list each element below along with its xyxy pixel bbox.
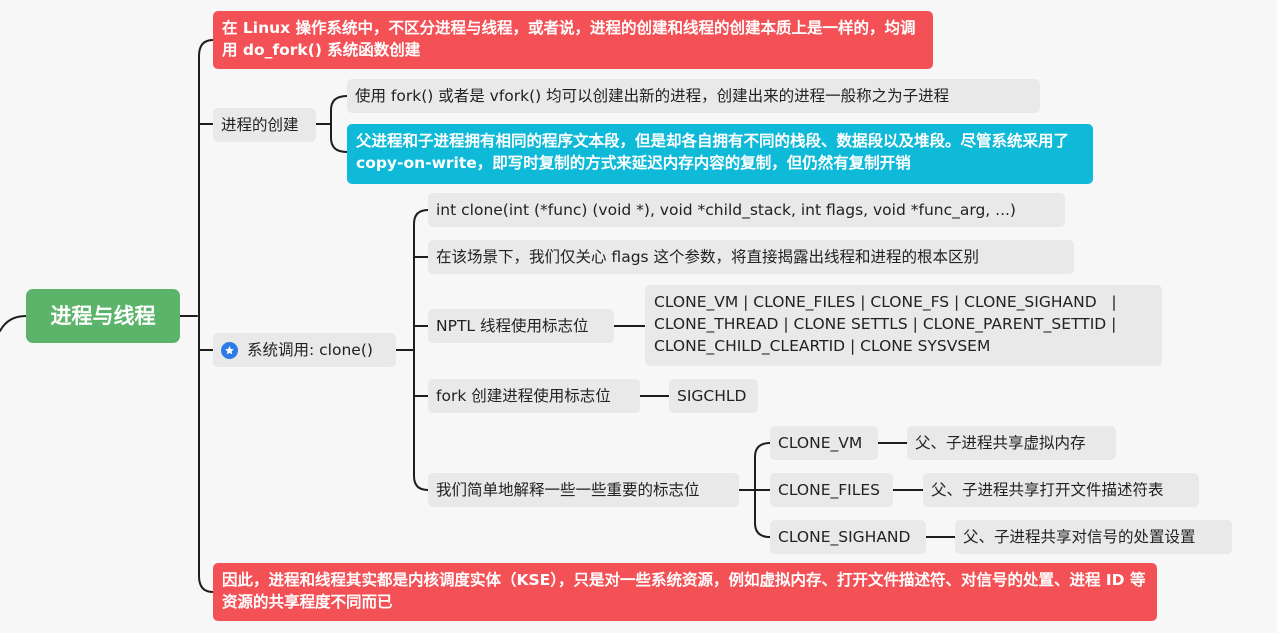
- clone-vm-desc: 父、子进程共享虚拟内存: [915, 434, 1086, 452]
- root-label: 进程与线程: [50, 304, 156, 328]
- star-icon: [221, 341, 238, 359]
- clone-sighand-desc: 父、子进程共享对信号的处置设置: [963, 528, 1196, 546]
- clone-signature-text: int clone(int (*func) (void *), void *ch…: [436, 201, 1016, 219]
- root-node[interactable]: 进程与线程: [26, 289, 180, 343]
- clone-files-node[interactable]: CLONE_FILES: [770, 473, 893, 507]
- conclusion-note-text: 因此，进程和线程其实都是内核调度实体（KSE），只是对一些系统资源，例如虚拟内存…: [222, 571, 1146, 611]
- nptl-flags-label: NPTL 线程使用标志位: [436, 317, 589, 335]
- process-creation-label: 进程的创建: [221, 116, 299, 134]
- fork-flags-node[interactable]: fork 创建进程使用标志位: [428, 379, 640, 413]
- fork-vfork-node[interactable]: 使用 fork() 或者是 vfork() 均可以创建出新的进程，创建出来的进程…: [347, 79, 1040, 113]
- clone-syscall-node[interactable]: 系统调用: clone(): [213, 333, 396, 367]
- sigchld-flag-node[interactable]: SIGCHLD: [669, 379, 758, 413]
- fork-flags-label: fork 创建进程使用标志位: [436, 387, 611, 405]
- connector-clone-branch: [413, 209, 429, 491]
- clone-signature-node[interactable]: int clone(int (*func) (void *), void *ch…: [428, 193, 1065, 227]
- process-creation-node[interactable]: 进程的创建: [213, 108, 316, 142]
- clone-syscall-label: 系统调用: clone(): [247, 341, 373, 359]
- flag-explain-node[interactable]: 我们简单地解释一些一些重要的标志位: [428, 473, 739, 507]
- nptl-flag-line: CLONE_CHILD_CLEARTID | CLONE SYSVSEM: [654, 337, 991, 355]
- nptl-flag-line: CLONE_THREAD | CLONE SETTLS | CLONE_PARE…: [654, 315, 1117, 333]
- clone-sighand-desc-node[interactable]: 父、子进程共享对信号的处置设置: [955, 520, 1232, 554]
- connector-creation-branch: [330, 95, 348, 153]
- copy-on-write-text: 父进程和子进程拥有相同的程序文本段，但是却各自拥有不同的栈段、数据段以及堆段。尽…: [356, 132, 1070, 172]
- nptl-flag-line: CLONE_VM | CLONE_FILES | CLONE_FS | CLON…: [654, 293, 1117, 311]
- clone-vm-node[interactable]: CLONE_VM: [770, 426, 878, 460]
- clone-files-desc: 父、子进程共享打开文件描述符表: [931, 481, 1164, 499]
- nptl-flags-node[interactable]: NPTL 线程使用标志位: [428, 309, 614, 343]
- nptl-flag-list[interactable]: CLONE_VM | CLONE_FILES | CLONE_FS | CLON…: [645, 285, 1162, 366]
- flags-scenario-text: 在该场景下，我们仅关心 flags 这个参数，将直接揭露出线程和进程的根本区别: [436, 248, 980, 266]
- conclusion-note[interactable]: 因此，进程和线程其实都是内核调度实体（KSE），只是对一些系统资源，例如虚拟内存…: [213, 563, 1157, 621]
- flags-scenario-node[interactable]: 在该场景下，我们仅关心 flags 这个参数，将直接揭露出线程和进程的根本区别: [428, 240, 1074, 274]
- clone-vm-desc-node[interactable]: 父、子进程共享虚拟内存: [907, 426, 1116, 460]
- connector-root-in: [0, 315, 27, 332]
- clone-files-desc-node[interactable]: 父、子进程共享打开文件描述符表: [923, 473, 1199, 507]
- fork-vfork-text: 使用 fork() 或者是 vfork() 均可以创建出新的进程，创建出来的进程…: [355, 87, 950, 105]
- connector-trunk: [198, 39, 214, 593]
- flag-explain-label: 我们简单地解释一些一些重要的标志位: [436, 481, 700, 499]
- clone-vm-flag: CLONE_VM: [778, 434, 863, 452]
- sigchld-flag-text: SIGCHLD: [677, 387, 747, 405]
- clone-sighand-flag: CLONE_SIGHAND: [778, 528, 911, 546]
- clone-files-flag: CLONE_FILES: [778, 481, 880, 499]
- copy-on-write-note[interactable]: 父进程和子进程拥有相同的程序文本段，但是却各自拥有不同的栈段、数据段以及堆段。尽…: [347, 124, 1093, 184]
- clone-sighand-node[interactable]: CLONE_SIGHAND: [770, 520, 926, 554]
- intro-note-text: 在 Linux 操作系统中，不区分进程与线程，或者说，进程的创建和线程的创建本质…: [222, 19, 916, 59]
- intro-note[interactable]: 在 Linux 操作系统中，不区分进程与线程，或者说，进程的创建和线程的创建本质…: [213, 11, 933, 69]
